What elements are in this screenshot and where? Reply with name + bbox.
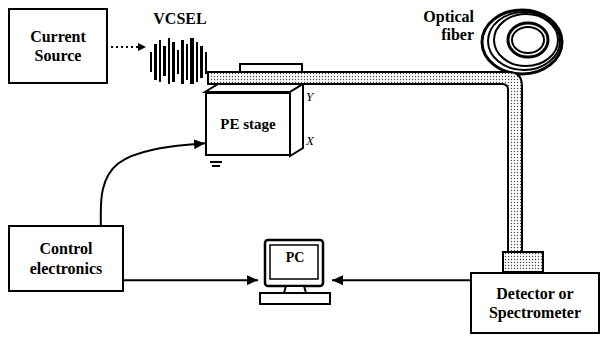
axis-label: Y — [306, 90, 322, 105]
fiber-clamp — [240, 64, 302, 72]
node-text: PC — [280, 250, 311, 267]
stage-box: PE stage — [205, 92, 291, 156]
part-label: Optical fiber — [408, 8, 474, 45]
node-text: Detector or Spectrometer — [472, 284, 598, 322]
vcsel-symbol — [150, 38, 207, 84]
node-text: PE stage — [214, 115, 281, 133]
part-label: VCSEL — [140, 10, 220, 28]
axis-label: X — [306, 134, 322, 149]
detector-box: Detector or Spectrometer — [470, 272, 600, 334]
node-text: Current Source — [10, 27, 106, 65]
stage-faces — [205, 84, 303, 166]
controller-box: Control electronics — [8, 225, 124, 292]
fiber-coil — [482, 10, 562, 74]
signal-connector — [124, 279, 258, 281]
pc-icon: PC — [258, 238, 332, 306]
fiber-connector — [503, 252, 543, 272]
node-text: Control electronics — [10, 239, 122, 277]
signal-connector — [101, 143, 205, 225]
signal-connector — [332, 279, 470, 281]
drive-arrow — [106, 46, 146, 48]
source-box: Current Source — [8, 8, 108, 84]
computer-outline — [258, 238, 332, 306]
